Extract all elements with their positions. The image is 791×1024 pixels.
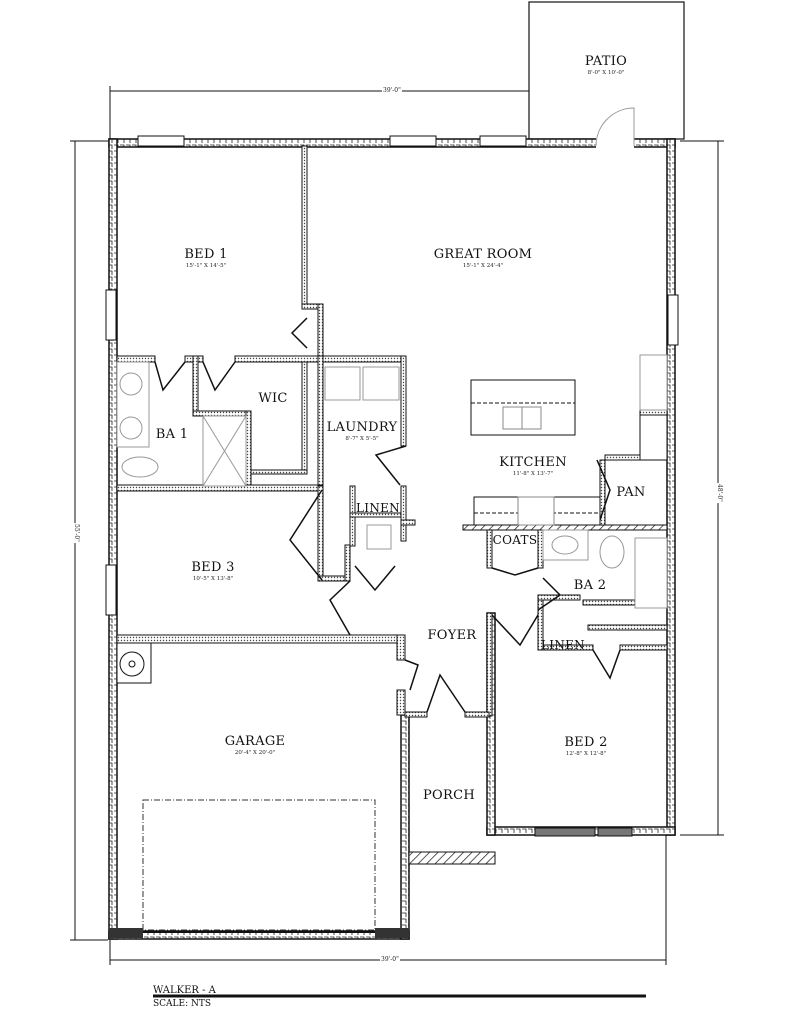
room-bed-1: BED 1 15'-1" X 14'-5" bbox=[184, 245, 227, 270]
porch-step bbox=[408, 851, 496, 865]
room-foyer: FOYER bbox=[427, 626, 476, 642]
room-porch: PORCH bbox=[423, 786, 475, 802]
room-size: 11'-8" X 13'-7" bbox=[512, 471, 554, 477]
room-name: BED 1 bbox=[184, 247, 228, 262]
garage-door-outline bbox=[142, 799, 376, 931]
bath2-fixtures bbox=[542, 529, 668, 609]
room-name: PATIO bbox=[584, 54, 628, 69]
room-size: 8'-0" X 10'-0" bbox=[587, 70, 625, 76]
room-great-room: GREAT ROOM 15'-1" X 24'-4" bbox=[434, 245, 533, 270]
room-name: WIC bbox=[258, 391, 288, 406]
room-name: LINEN bbox=[541, 638, 585, 652]
room-name: BED 2 bbox=[564, 735, 608, 750]
room-coats: COATS bbox=[493, 531, 538, 547]
door-swings bbox=[154, 317, 621, 713]
room-name: LINEN bbox=[356, 501, 400, 515]
room-name: FOYER bbox=[427, 628, 477, 643]
room-name: BA 2 bbox=[573, 578, 607, 593]
room-size: 12'-8" X 12'-8" bbox=[565, 751, 607, 757]
room-size: 8'-7" X 5'-5" bbox=[345, 436, 379, 442]
dimension-right-depth: 48'-0" bbox=[715, 483, 723, 503]
room-ba-2: BA 2 bbox=[574, 576, 607, 592]
room-name: BA 1 bbox=[155, 427, 189, 442]
room-bed-2: BED 2 12'-8" X 12'-8" bbox=[564, 733, 607, 758]
kitchen-counters bbox=[473, 354, 668, 526]
room-name: KITCHEN bbox=[499, 455, 567, 470]
plan-scale: SCALE: NTS bbox=[153, 999, 212, 1009]
room-name: PORCH bbox=[423, 788, 475, 803]
room-name: PAN bbox=[616, 485, 646, 500]
laundry-fixtures bbox=[324, 366, 400, 550]
room-linen-1: LINEN bbox=[356, 499, 400, 515]
dimension-bottom-width: 39'-0" bbox=[380, 956, 400, 963]
room-bed-3: BED 3 10'-5" X 13'-8" bbox=[191, 558, 234, 583]
room-wic: WIC bbox=[258, 389, 287, 405]
room-patio: PATIO 8'-0" X 10'-0" bbox=[585, 52, 627, 77]
room-size: 15'-1" X 24'-4" bbox=[462, 263, 504, 269]
room-name: GARAGE bbox=[224, 734, 286, 749]
plan-title: WALKER - A bbox=[153, 985, 216, 996]
kitchen-island bbox=[470, 379, 576, 436]
room-pantry: PAN bbox=[616, 483, 645, 499]
room-laundry: LAUNDRY 8'-7" X 5'-5" bbox=[327, 418, 398, 443]
room-ba-1: BA 1 bbox=[156, 425, 189, 441]
water-heater bbox=[116, 642, 152, 684]
dimension-left-depth: 55'-0" bbox=[72, 523, 80, 543]
dimension-top-width: 39'-0" bbox=[382, 87, 402, 94]
bath1-fixtures bbox=[116, 361, 247, 487]
room-linen-2: LINEN bbox=[541, 636, 585, 652]
room-name: GREAT ROOM bbox=[433, 247, 533, 262]
room-size: 10'-5" X 13'-8" bbox=[192, 576, 234, 582]
windows bbox=[105, 135, 679, 837]
patio-door-swing bbox=[595, 107, 635, 147]
room-garage: GARAGE 20'-4" X 20'-0" bbox=[225, 732, 286, 757]
room-size: 15'-1" X 14'-5" bbox=[185, 263, 227, 269]
room-kitchen: KITCHEN 11'-8" X 13'-7" bbox=[499, 453, 567, 478]
room-name: LAUNDRY bbox=[326, 420, 398, 435]
room-name: COATS bbox=[492, 533, 538, 547]
interior-walls bbox=[116, 145, 668, 718]
room-name: BED 3 bbox=[191, 560, 235, 575]
room-size: 20'-4" X 20'-0" bbox=[234, 750, 276, 756]
patio-outline bbox=[528, 1, 685, 140]
